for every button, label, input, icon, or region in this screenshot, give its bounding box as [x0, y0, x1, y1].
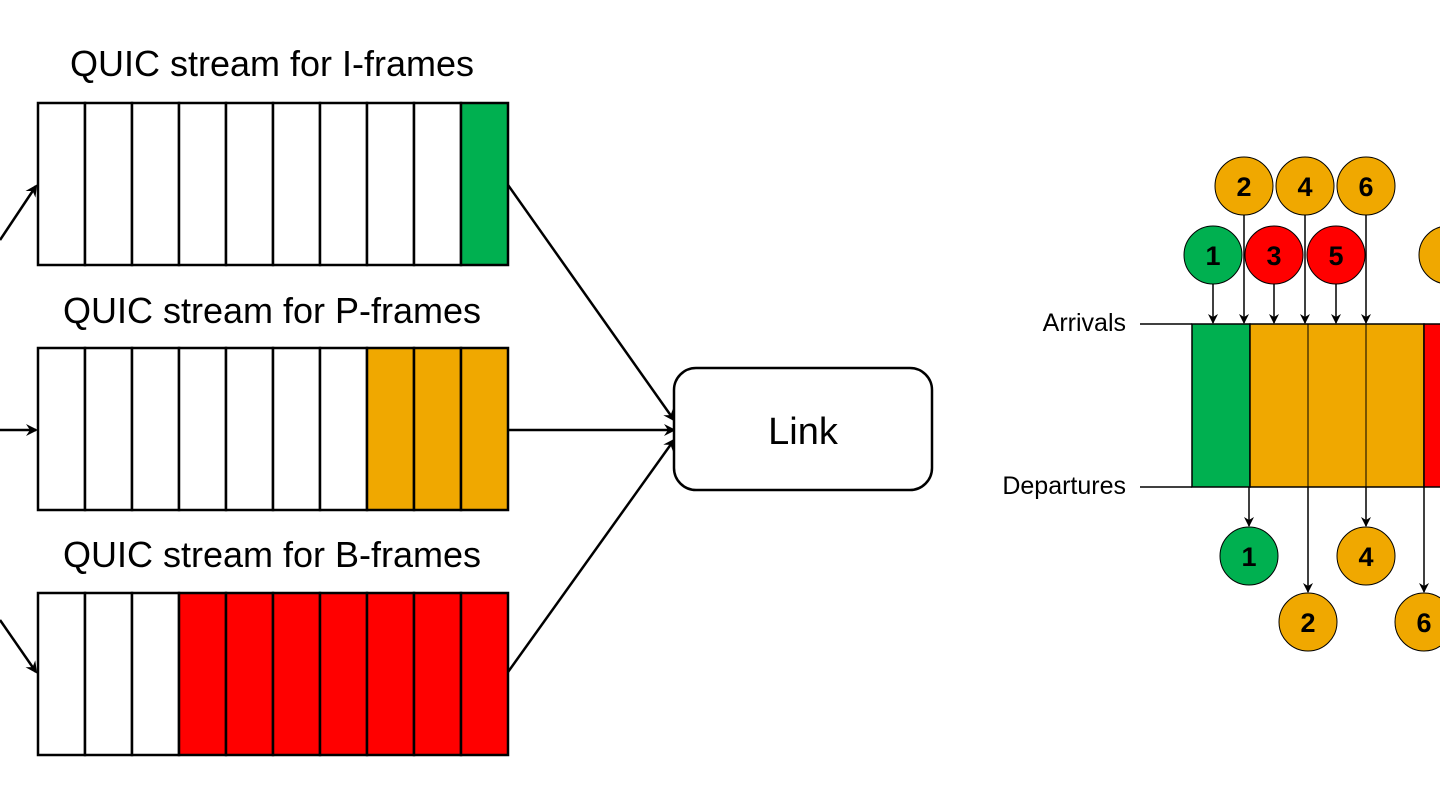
- incoming-arrows: [0, 184, 38, 674]
- departure-packet: 6: [1394, 592, 1440, 652]
- queue-slot-empty: [130, 346, 181, 512]
- queue-slot-empty: [177, 101, 228, 267]
- arrival-packet: 3: [1244, 225, 1304, 285]
- queue-slot-filled: [271, 591, 322, 757]
- link-box: [672, 366, 934, 492]
- service-block: [1249, 323, 1425, 488]
- arrow-b-to-link: [506, 438, 676, 673]
- arrival-packet-shape: [1336, 156, 1396, 216]
- stream-queues: QUIC stream for I-frames QUIC stream for…: [36, 43, 510, 757]
- service-blocks: [1191, 323, 1440, 488]
- arrival-packet-shape: [1244, 225, 1304, 285]
- departures-label: Departures: [1002, 472, 1126, 500]
- queue-slot-filled: [459, 346, 510, 512]
- incoming-arrow-b: [0, 619, 38, 674]
- incoming-arrow-i: [0, 184, 38, 241]
- departure-packet-label: 4: [1358, 542, 1373, 572]
- queue-slot-empty: [130, 591, 181, 757]
- queue-slot-empty: [83, 591, 134, 757]
- queue-slot-empty: [224, 101, 275, 267]
- stream-p-frames-title: QUIC stream for P-frames: [63, 290, 481, 331]
- queue-slot-empty: [271, 101, 322, 267]
- departure-packet: 2: [1278, 592, 1338, 652]
- stream-p-frames: QUIC stream for P-frames: [36, 290, 510, 512]
- service-block: [1423, 323, 1440, 488]
- queue-slot-filled: [412, 591, 463, 757]
- departure-packet: 1: [1219, 526, 1279, 586]
- arrival-packet-shape: [1183, 225, 1243, 285]
- departure-packet-shape: [1394, 592, 1440, 652]
- link-arrows: [506, 184, 676, 673]
- arrival-packet-label: 4: [1297, 172, 1312, 202]
- queue-slot-empty: [365, 101, 416, 267]
- stream-i-frames: QUIC stream for I-frames: [36, 43, 510, 267]
- departure-packet-shape: [1278, 592, 1338, 652]
- queue-slot-empty: [412, 101, 463, 267]
- arrival-circles: 1 2 3 4 5 6 7: [1183, 156, 1440, 324]
- link-node: Link: [672, 366, 934, 492]
- queue-slot-filled: [459, 101, 510, 267]
- arrival-packet-shape: [1214, 156, 1274, 216]
- queue-slot-empty: [224, 346, 275, 512]
- service-block: [1191, 323, 1251, 488]
- departure-packet-label: 6: [1416, 608, 1431, 638]
- arrival-packet-label: 5: [1328, 241, 1343, 271]
- arrival-packet-shape: [1275, 156, 1335, 216]
- arrival-packet-label: 1: [1205, 241, 1220, 271]
- queue-slot-empty: [36, 591, 87, 757]
- queue-slot-empty: [36, 101, 87, 267]
- stream-b-frames-queue: [36, 591, 510, 757]
- queue-slot-filled: [318, 591, 369, 757]
- queue-slot-filled: [365, 346, 416, 512]
- arrival-packet: 4: [1275, 156, 1335, 216]
- departure-packet-label: 1: [1241, 542, 1256, 572]
- arrival-packet: 5: [1306, 225, 1366, 285]
- arrival-packet: 7: [1418, 226, 1440, 284]
- arrival-packet: 2: [1214, 156, 1274, 216]
- departure-packet-label: 2: [1300, 608, 1315, 638]
- departure-circles: 1 2 4 6: [1219, 487, 1440, 652]
- stream-b-frames-title: QUIC stream for B-frames: [63, 534, 481, 575]
- stream-b-frames: QUIC stream for B-frames: [36, 534, 510, 757]
- timeline: Arrivals Departures 1 2 3 4 5 6 7 1 2 4 6: [1002, 156, 1440, 652]
- arrivals-label: Arrivals: [1043, 309, 1126, 337]
- queue-slot-filled: [365, 591, 416, 757]
- queue-slot-empty: [177, 346, 228, 512]
- queue-slot-empty: [271, 346, 322, 512]
- stream-i-frames-title: QUIC stream for I-frames: [70, 43, 474, 84]
- arrival-packet-label: 2: [1236, 172, 1251, 202]
- stream-p-frames-queue: [36, 346, 510, 512]
- arrival-packet: 6: [1336, 156, 1396, 216]
- arrival-packet-label: 6: [1358, 172, 1373, 202]
- queue-slot-filled: [412, 346, 463, 512]
- queue-slot-filled: [177, 591, 228, 757]
- queue-slot-empty: [318, 346, 369, 512]
- queue-slot-empty: [36, 346, 87, 512]
- link-label: Link: [768, 411, 839, 453]
- arrival-packet: 1: [1183, 225, 1243, 285]
- arrow-i-to-link: [506, 184, 676, 422]
- arrival-packet-shape: [1418, 226, 1440, 284]
- departure-packet: 4: [1336, 526, 1396, 586]
- departure-packet-shape: [1219, 526, 1279, 586]
- queue-slot-filled: [224, 591, 275, 757]
- arrival-packet-label: 3: [1266, 241, 1281, 271]
- queue-slot-empty: [83, 101, 134, 267]
- queue-slot-filled: [459, 591, 510, 757]
- stream-i-frames-queue: [36, 101, 510, 267]
- queue-slot-empty: [83, 346, 134, 512]
- arrival-packet-shape: [1306, 225, 1366, 285]
- queue-slot-empty: [130, 101, 181, 267]
- queue-slot-empty: [318, 101, 369, 267]
- departure-packet-shape: [1336, 526, 1396, 586]
